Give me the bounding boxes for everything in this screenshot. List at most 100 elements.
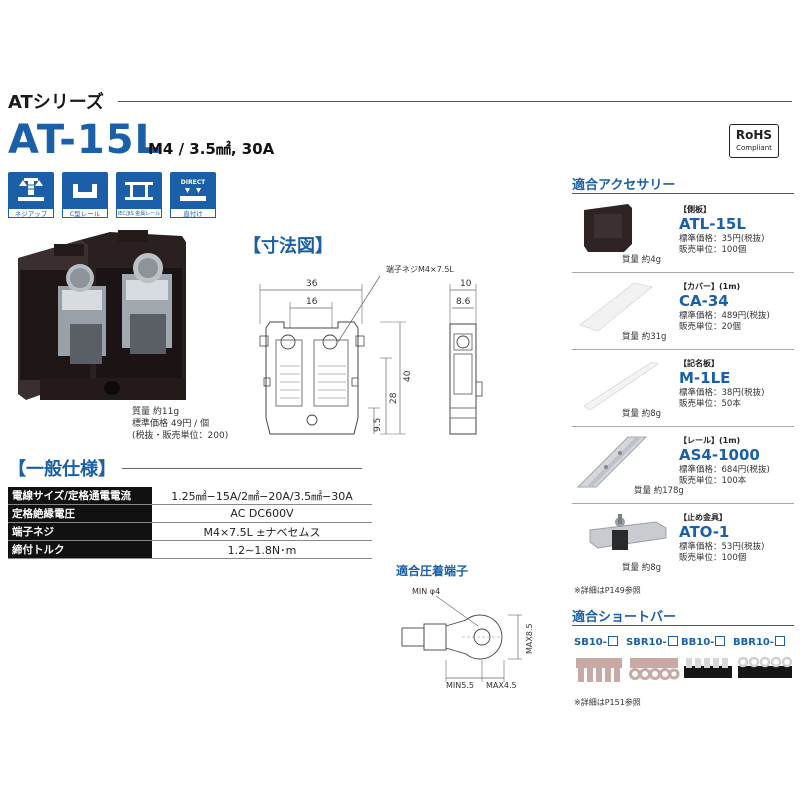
dim-16: 16 (306, 297, 318, 307)
blank-box-icon (667, 636, 678, 646)
feature-label: 直付け (170, 208, 216, 218)
screw-up-icon (18, 178, 44, 201)
spec-row: 端子ネジ M4×7.5L ±ナベセムス (8, 522, 372, 541)
spec-row: 定格絶縁電圧 AC DC600V (8, 504, 372, 523)
shortbar-note: ※詳細はP151参照 (574, 698, 641, 707)
accessory-weight: 質量 約8g (622, 409, 662, 419)
accessory-unit: 販売単位：100本 (679, 476, 747, 486)
accessory-item: 【レール】(1m) AS4-1000 標準価格：684円(税抜) 販売単位：10… (572, 427, 794, 504)
accessory-weight: 質量 約178g (634, 486, 684, 496)
spec-key: 締付トルク (8, 540, 152, 559)
rohs-sub: Compliant (736, 144, 772, 152)
blank-box-icon (715, 636, 726, 646)
shortbar-sb10-image (576, 658, 622, 682)
accessory-tag: 【記名板】 (679, 359, 719, 368)
product-price-note: (税抜・販売単位：200) (132, 431, 229, 441)
accessory-price: 標準価格：35円(税抜) (679, 234, 765, 244)
accessory-price: 標準価格：53円(税抜) (679, 542, 765, 552)
dimension-drawing: 端子ネジM4×7.5L 36 16 40 28 9.5 10 8.6 (259, 264, 483, 435)
product-subtitle: M4 / 3.5㎟, 30A (148, 140, 275, 158)
accessory-weight: 質量 約8g (622, 563, 662, 573)
shortbar-name: BBR10- (733, 637, 775, 648)
shortbar-bb10-image (684, 658, 732, 678)
end-stopper-image (589, 514, 667, 550)
accessory-unit: 販売単位：100個 (679, 553, 747, 563)
shortbar-label-bb10: BB10- (681, 636, 726, 648)
accessory-price: 標準価格：489円(税抜) (679, 311, 770, 321)
feature-label: ネジアップ (8, 208, 54, 218)
rohs-main: RoHS (735, 128, 773, 142)
shortbar-bbr10-image (737, 656, 793, 678)
accessory-weight: 質量 約4g (622, 255, 662, 265)
accessory-unit: 販売単位：50本 (679, 399, 741, 409)
shortbar-label-bbr10: BBR10- (733, 636, 786, 648)
accessory-tag: 【止め金具】 (679, 513, 727, 522)
accessory-unit: 販売単位：20個 (679, 322, 741, 332)
shortbar-label-sb10: SB10- (574, 636, 618, 648)
accessory-item: 【止め金具】 ATO-1 標準価格：53円(税抜) 販売単位：100個 質量 約… (572, 504, 794, 580)
blank-box-icon (607, 636, 618, 646)
accessories-note: ※詳細はP149参照 (574, 586, 641, 595)
accessory-price: 標準価格：684円(税抜) (679, 465, 770, 475)
dim-8-6: 8.6 (456, 297, 471, 307)
blank-box-icon (775, 636, 786, 646)
feature-direct-mount: DIRECT 直付け (170, 172, 216, 218)
shortbar-title: 適合ショートバー (572, 610, 677, 625)
accessories-title: 適合アクセサリー (572, 178, 676, 193)
feature-metal-rail: IEC/JIS 金属レール (116, 172, 162, 218)
din-rail-image (576, 436, 648, 488)
dim-9-5: 9.5 (373, 418, 383, 432)
shortbar-sbr10-image (629, 658, 680, 680)
side-plate-image (584, 204, 632, 252)
product-caption: 質量 約11g 標準価格 49円 / 個 (税抜・販売単位：200) (132, 406, 228, 442)
spec-row: 締付トルク 1.2∼1.8N･m (8, 540, 372, 559)
accessory-item: 【記名板】 M-1LE 標準価格：38円(税抜) 販売単位：50本 質量 約8g (572, 350, 794, 427)
c-rail-icon (73, 184, 97, 198)
spec-key: 電線サイズ/定格通電電流 (8, 487, 152, 505)
feature-label: IEC/JIS 金属レール (116, 208, 162, 218)
accessory-item: 【カバー】(1m) CA-34 標準価格：489円(税抜) 販売単位：20個 質… (572, 273, 794, 350)
product-weight: 質量 約11g (132, 407, 180, 417)
cover-image (578, 282, 654, 332)
spec-title: 【一般仕様】 (8, 459, 116, 480)
product-price: 標準価格 49円 / 個 (132, 419, 210, 429)
accessory-name: M-1LE (679, 369, 731, 387)
product-title: AT-15L (8, 117, 162, 163)
spec-key: 定格絶縁電圧 (8, 504, 152, 523)
accessory-name: ATL-15L (679, 215, 746, 233)
crimp-max-h: MAX8.5 (525, 623, 534, 654)
accessory-tag: 【レール】(1m) (679, 436, 741, 445)
spec-divider (122, 468, 362, 469)
feature-label: C型レール (62, 208, 108, 218)
shortbar-images (576, 656, 793, 682)
crimp-terminal-drawing: MIN φ4 MAX8.5 MIN5.5 MAX4.5 (401, 587, 534, 690)
shortbar-name: BB10- (681, 637, 715, 648)
crimp-min-w: MIN5.5 (446, 681, 474, 690)
spec-row: 電線サイズ/定格通電電流 1.25㎟−15A/2㎟−20A/3.5㎟−30A (8, 487, 372, 505)
accessory-name: ATO-1 (679, 523, 730, 541)
crimp-title: 適合圧着端子 (396, 564, 469, 578)
accessory-name: CA-34 (679, 292, 729, 310)
shortbar-divider (572, 625, 794, 626)
dimension-title: 【寸法図】 (243, 236, 333, 257)
accessory-name: AS4-1000 (679, 446, 760, 464)
spec-table: 電線サイズ/定格通電電流 1.25㎟−15A/2㎟−20A/3.5㎟−30A 定… (8, 487, 372, 559)
rohs-badge: RoHS Compliant (729, 124, 779, 158)
accessories-divider (572, 193, 794, 194)
shortbar-name: SBR10- (626, 637, 667, 648)
crimp-min-phi: MIN φ4 (412, 587, 440, 596)
crimp-max-w: MAX4.5 (486, 681, 517, 690)
metal-rail-icon (125, 182, 153, 200)
marker-plate-image (583, 361, 660, 410)
series-heading: ATシリーズ (8, 92, 104, 113)
spec-key: 端子ネジ (8, 522, 152, 541)
feature-c-rail: C型レール (62, 172, 108, 218)
series-divider (118, 101, 792, 102)
accessory-item: 【側板】 ATL-15L 標準価格：35円(税抜) 販売単位：100個 質量 約… (572, 196, 794, 273)
dim-28: 28 (389, 392, 399, 404)
feature-screw-up: ネジアップ (8, 172, 54, 218)
direct-mount-icon: DIRECT (180, 179, 206, 201)
shortbar-label-sbr10: SBR10- (626, 636, 678, 648)
direct-text: DIRECT (181, 179, 206, 186)
accessory-price: 標準価格：38円(税抜) (679, 388, 765, 398)
